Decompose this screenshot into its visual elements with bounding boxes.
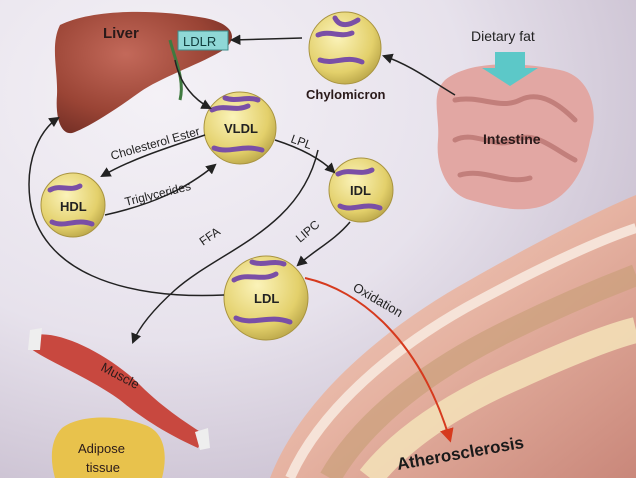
hdl-particle — [40, 172, 106, 238]
adipose-label-line1: Adipose — [78, 441, 125, 456]
chylomicron-to-ldlr-arrow — [229, 34, 303, 46]
adipose-label-line2: tissue — [86, 460, 120, 475]
liver-organ — [54, 11, 232, 134]
liver-to-vldl-arrow — [174, 59, 212, 109]
hdl-label: HDL — [60, 199, 87, 214]
chylomicron-label: Chylomicron — [306, 87, 386, 102]
vldl-label: VLDL — [224, 121, 258, 136]
hdl-to-vldl-arrow — [104, 163, 217, 216]
triglycerides-label: Triglycerides — [123, 179, 192, 209]
ldl-particle — [223, 255, 309, 341]
adipose-tissue — [51, 417, 165, 478]
intestine-organ — [436, 64, 594, 210]
muscle-organ — [28, 328, 210, 450]
vldl-to-idl-arrow — [274, 139, 336, 174]
oxidation-label: Oxidation — [351, 280, 406, 320]
intestine-label: Intestine — [483, 131, 541, 147]
ffa-to-muscle-arrow — [131, 149, 319, 344]
artery — [270, 195, 636, 478]
vldl-particle — [203, 91, 277, 165]
idl-to-ldl-arrow — [296, 221, 351, 267]
dietary-fat-label: Dietary fat — [471, 28, 535, 44]
idl-label: IDL — [350, 183, 371, 198]
chylomicron-particle — [308, 11, 382, 85]
idl-particle — [328, 157, 394, 223]
intestine-to-chylomicron-arrow — [382, 53, 456, 96]
ldl-label: LDL — [254, 291, 279, 306]
ldlr-label: LDLR — [183, 34, 216, 49]
vldl-to-hdl-arrow — [100, 134, 206, 178]
cholesterol-ester-label: Cholesterol Ester — [109, 124, 201, 163]
oxidation-arrow — [304, 277, 454, 443]
dietary-fat-arrow-icon — [482, 52, 538, 86]
lpl-label: LPL — [289, 132, 314, 153]
ffa-label: FFA — [197, 224, 223, 248]
ldl-to-liver-arrow — [28, 116, 225, 297]
liver-label: Liver — [103, 25, 139, 42]
ldlr-box — [177, 30, 229, 51]
lipc-label: LIPC — [293, 217, 323, 245]
